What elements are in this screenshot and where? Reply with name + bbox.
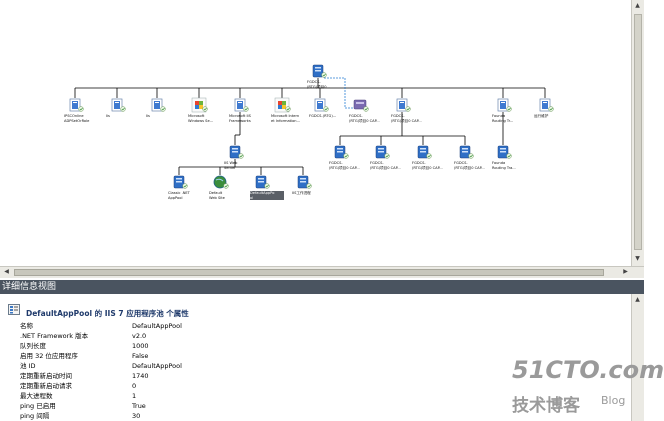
server-icon[interactable] [334, 145, 349, 159]
node-label[interactable]: FGDCS-(RTG)... [309, 114, 337, 118]
property-value: 0 [132, 382, 137, 390]
property-value: DefaultAppPool [132, 322, 182, 330]
property-name: 最大进程数 [20, 392, 53, 400]
property-value: 1000 [132, 342, 149, 350]
node-label[interactable]: Founda Routing Tra... [492, 161, 516, 170]
property-value: 1740 [132, 372, 149, 380]
doc-icon[interactable] [111, 98, 126, 112]
property-name: 队列长度 [20, 342, 46, 350]
diagram-horizontal-scrollbar[interactable]: ◀ ▶ [0, 266, 644, 278]
property-row: 名称 DefaultAppPool [20, 321, 320, 331]
doc-icon[interactable] [151, 98, 166, 112]
property-name: 启用 32 位应用程序 [20, 352, 78, 360]
doc-icon[interactable] [396, 98, 411, 112]
server-icon[interactable] [297, 175, 312, 189]
watermark-text: 技术博客 [512, 396, 580, 416]
server-icon[interactable] [173, 175, 188, 189]
node-label[interactable]: FGDCS- (RTG)项目0 CAP... [370, 161, 401, 170]
watermark-logo: 51CTO.com [512, 356, 664, 384]
server-icon[interactable] [312, 64, 327, 78]
globe-icon[interactable] [213, 175, 229, 189]
scroll-down-icon[interactable]: ▼ [635, 255, 640, 262]
details-title: DefaultAppPool 的 IIS 7 应用程序池 个属性 [26, 309, 189, 318]
node-label[interactable]: Microsoft Windows Se... [188, 114, 214, 123]
node-label[interactable]: FGDCS- (RTG)项目0 CAP... [454, 161, 485, 170]
node-label[interactable]: Classic .NET AppPool [168, 191, 190, 200]
property-name: 池 ID [20, 362, 36, 370]
properties-icon [8, 304, 20, 315]
doc-icon[interactable] [314, 98, 329, 112]
node-label[interactable]: FGDCS- (RTG)项目0 CAP... [412, 161, 443, 170]
node-label[interactable]: FGDCS- (RTG)项目0 CAP... [349, 114, 380, 123]
scroll-left-icon[interactable]: ◀ [4, 268, 9, 275]
server-icon[interactable] [375, 145, 390, 159]
details-scroll-up-icon[interactable]: ▲ [635, 296, 640, 303]
node-label[interactable]: Default Web Site [209, 191, 225, 200]
property-value: DefaultAppPool [132, 362, 182, 370]
property-row: 启用 32 位应用程序 False [20, 351, 320, 361]
node-label[interactable]: Iis [146, 114, 150, 118]
property-row: ping 已启用 True [20, 401, 320, 411]
details-pane: DefaultAppPool 的 IIS 7 应用程序池 个属性 名称 Defau… [0, 294, 644, 421]
windows-icon[interactable] [191, 97, 208, 113]
property-row: .NET Framework 版本 v2.0 [20, 331, 320, 341]
property-value: 1 [132, 392, 137, 400]
watermark-blog: Blog [601, 394, 626, 407]
property-name: 名称 [20, 322, 33, 330]
property-value: v2.0 [132, 332, 147, 340]
doc-icon[interactable] [539, 98, 554, 112]
diagram-view[interactable]: FGDCS- (RTG)项目0... IPSCOnline ADPSetOrRol… [0, 0, 644, 266]
property-value: False [132, 352, 149, 360]
property-value: True [132, 402, 146, 410]
property-name: ping 已启用 [20, 402, 56, 410]
diagram-vertical-scrollbar[interactable]: ▲ ▼ [631, 0, 644, 266]
network-icon[interactable] [353, 99, 369, 112]
property-row: 池 ID DefaultAppPool [20, 361, 320, 371]
server-icon[interactable] [229, 145, 244, 159]
doc-icon[interactable] [497, 98, 512, 112]
details-view-header: 详细信息视图 [0, 280, 644, 294]
node-label[interactable]: IPSCOnline ADPSetOrRole [64, 114, 90, 123]
property-row: 队列长度 1000 [20, 341, 320, 351]
doc-icon[interactable] [69, 98, 84, 112]
node-label[interactable]: FGDCS- (RTG)项目0 CAP... [391, 114, 422, 123]
node-label[interactable]: FGDCS- (RTG)项目0... [307, 80, 330, 89]
node-label[interactable]: Microsoft IIS Frameworks [229, 114, 251, 123]
details-vertical-scrollbar[interactable]: ▲ [631, 294, 644, 421]
node-label[interactable]: Iis [106, 114, 110, 118]
property-name: 定期重新启动时间 [20, 372, 72, 380]
property-name: ping 间隔 [20, 412, 50, 420]
node-label[interactable]: Microsoft Intern et Information... [271, 114, 300, 123]
scroll-up-icon[interactable]: ▲ [635, 2, 640, 9]
node-label-selected[interactable]: DefaultAppPo ol [250, 191, 284, 200]
server-icon[interactable] [459, 145, 474, 159]
node-label[interactable]: 运行维护 [534, 114, 549, 118]
server-icon[interactable] [255, 175, 270, 189]
property-row: 最大进程数 1 [20, 391, 320, 401]
node-label[interactable]: Founda Routing Tr... [492, 114, 514, 123]
property-name: .NET Framework 版本 [20, 332, 89, 340]
property-row: ping 间隔 30 [20, 411, 320, 421]
property-name: 定期重新启动请求 [20, 382, 72, 390]
node-label[interactable]: IIS工作进程 [292, 191, 311, 195]
server-icon[interactable] [497, 145, 512, 159]
scroll-right-icon[interactable]: ▶ [623, 268, 628, 275]
diagram-connections [69, 64, 554, 189]
doc-icon[interactable] [234, 98, 249, 112]
horizontal-scroll-thumb[interactable] [14, 269, 604, 276]
property-row: 定期重新启动请求 0 [20, 381, 320, 391]
property-row: 定期重新启动时间 1740 [20, 371, 320, 381]
server-icon[interactable] [417, 145, 432, 159]
node-label[interactable]: FGDCS- (RTG)项目0 CAP... [329, 161, 360, 170]
windows-icon[interactable] [274, 97, 291, 113]
vertical-scroll-thumb[interactable] [634, 14, 642, 250]
node-label[interactable]: IIS Web Server [224, 161, 238, 170]
property-value: 30 [132, 412, 141, 420]
